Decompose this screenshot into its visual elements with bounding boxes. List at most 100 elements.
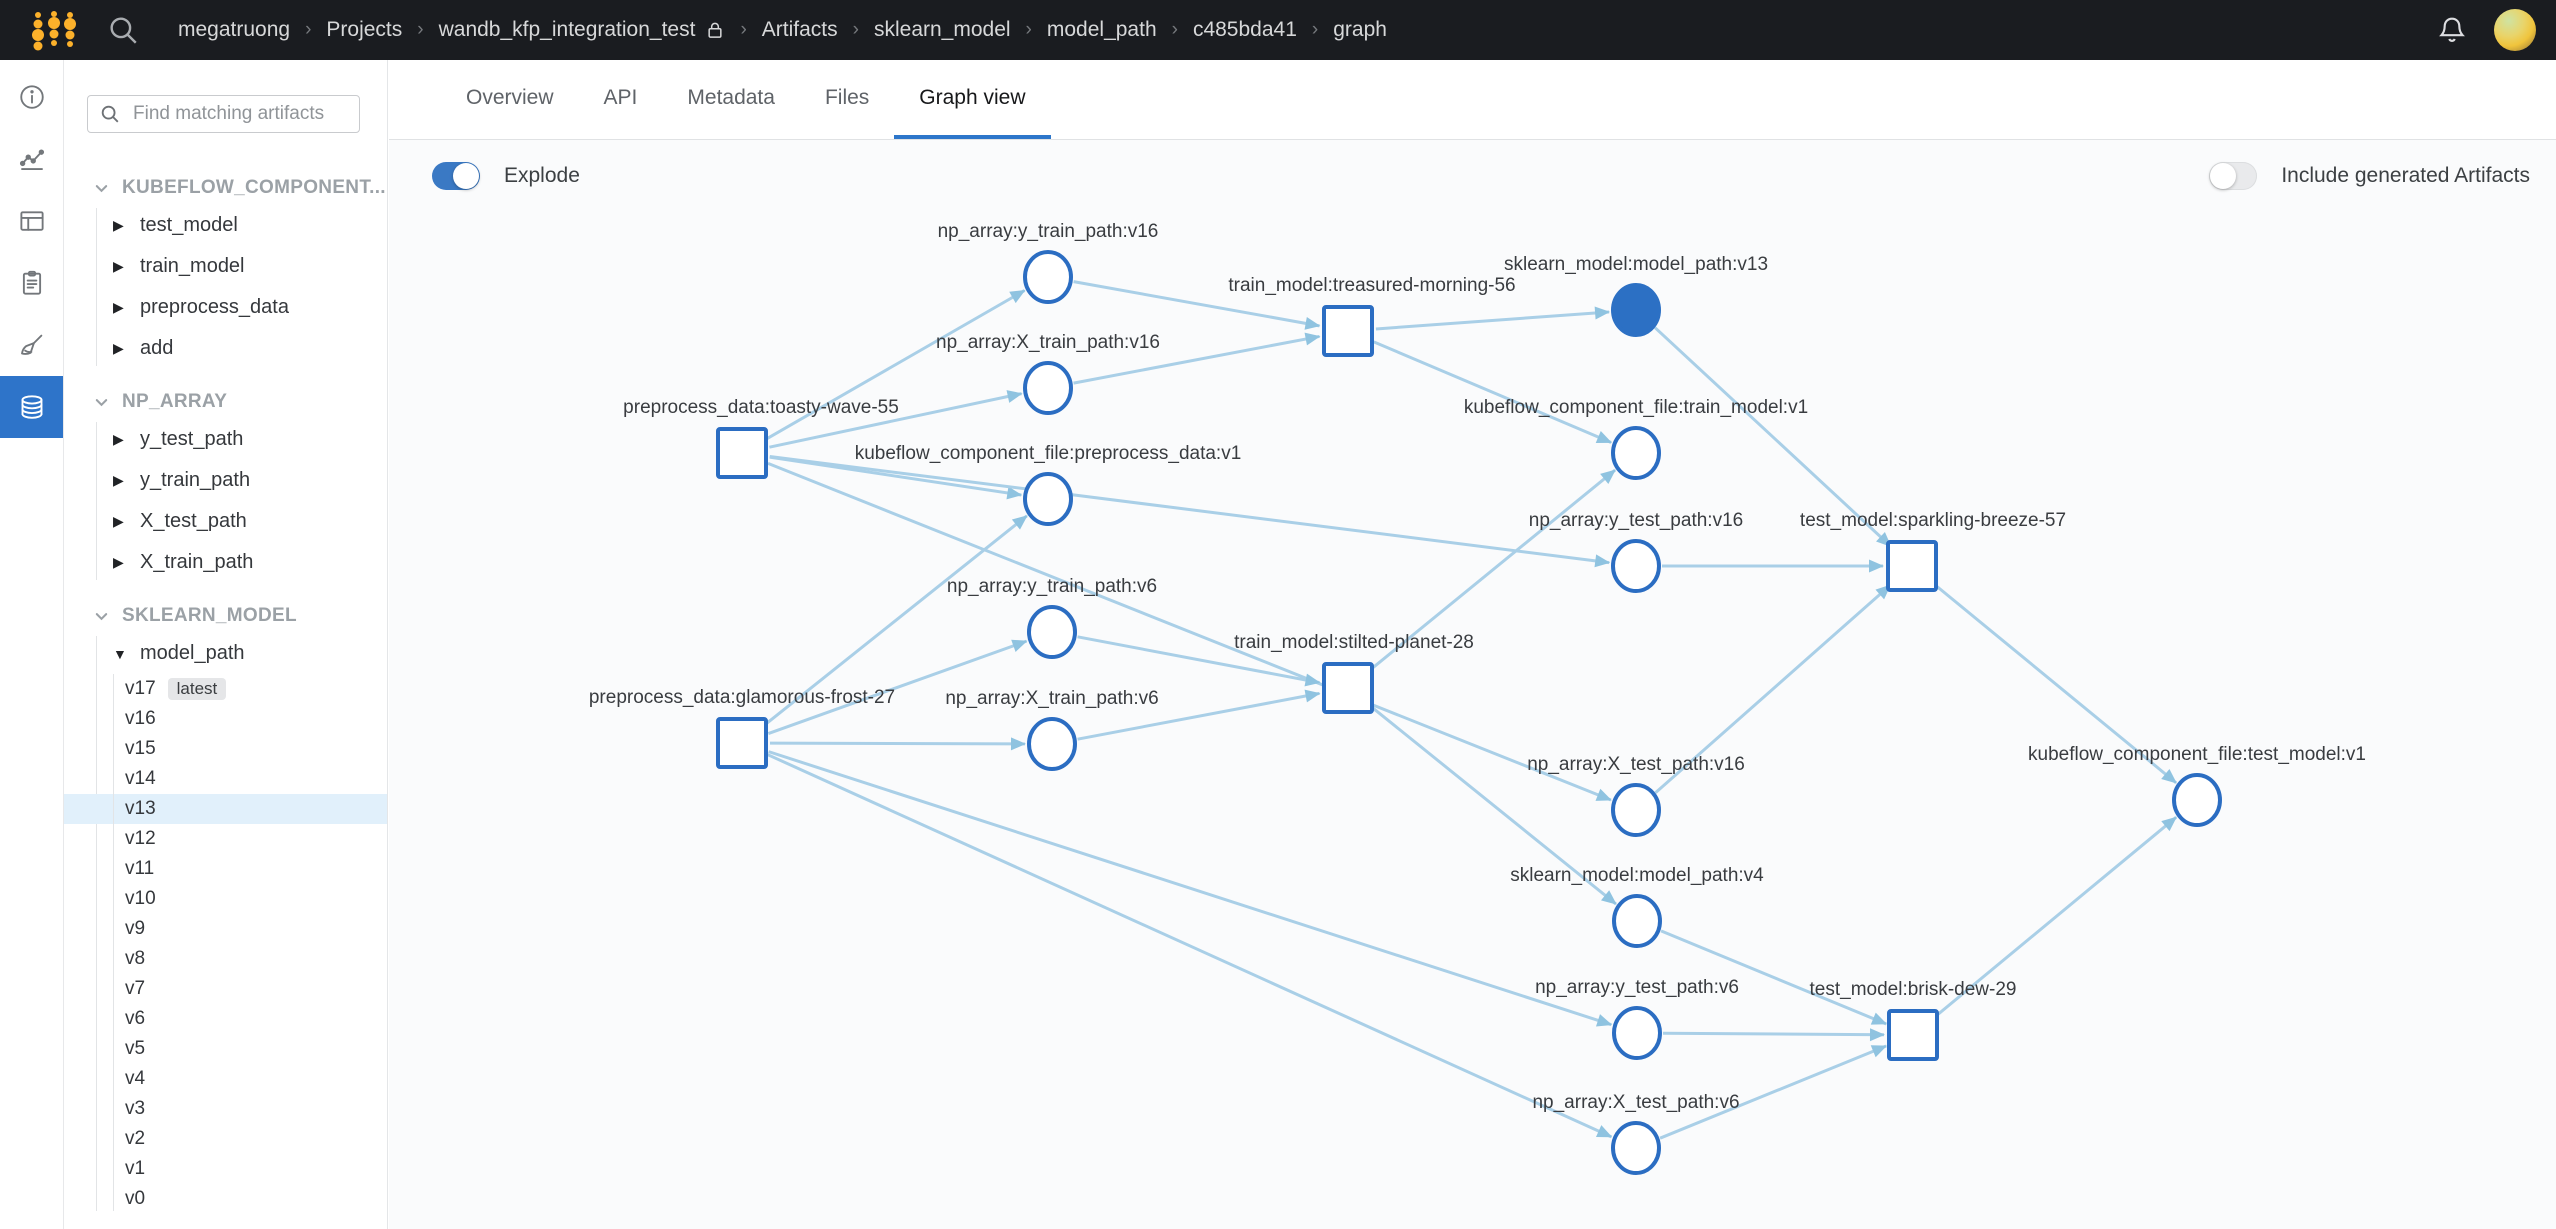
triangle-right-icon: ▶ (113, 513, 124, 529)
breadcrumb-item[interactable]: Projects (326, 18, 403, 41)
version-item-v8[interactable]: v8 (64, 944, 387, 974)
tab-metadata[interactable]: Metadata (687, 85, 775, 109)
graph-node-np_array:X_train_path:v6[interactable] (1027, 717, 1077, 771)
graph-node-np_array:X_train_path:v16[interactable] (1023, 361, 1073, 415)
version-label: v3 (125, 1098, 146, 1119)
breadcrumb-item[interactable]: megatruong (178, 18, 291, 41)
artifact-item-label: test_model (140, 214, 238, 236)
breadcrumb-separator: › (305, 19, 312, 40)
breadcrumb-item[interactable]: Artifacts (761, 18, 838, 41)
lock-icon (705, 19, 725, 41)
breadcrumb-separator: › (1025, 19, 1032, 40)
graph-node-preprocess_data:toasty-wave-55[interactable] (716, 427, 768, 479)
graph-node-train_model:treasured-morning-56[interactable] (1322, 305, 1374, 357)
artifact-item-X_test_path[interactable]: ▶ X_test_path (64, 501, 387, 542)
version-item-v11[interactable]: v11 (64, 854, 387, 884)
graph-node-kubeflow_component_file:test_model:v1[interactable] (2172, 773, 2222, 827)
graph-node-test_model:brisk-dew-29[interactable] (1887, 1009, 1939, 1061)
graph-node-test_model:sparkling-breeze-57[interactable] (1886, 540, 1938, 592)
version-item-v5[interactable]: v5 (64, 1034, 387, 1064)
graph-node-np_array:y_train_path:v6[interactable] (1027, 605, 1077, 659)
left-rail (0, 60, 64, 1229)
version-label: v6 (125, 1008, 146, 1029)
graph-node-np_array:X_test_path:v6[interactable] (1611, 1121, 1661, 1175)
graph-node-preprocess_data:glamorous-frost-27[interactable] (716, 717, 768, 769)
explode-toggle[interactable] (432, 162, 480, 190)
sweeps-icon[interactable] (0, 314, 63, 376)
artifacts-database-icon[interactable] (0, 376, 63, 438)
graph-node-kubeflow_component_file:train_model:v1[interactable] (1611, 426, 1661, 480)
version-item-v16[interactable]: v16 (64, 704, 387, 734)
graph-node-np_array:y_test_path:v6[interactable] (1612, 1006, 1662, 1060)
breadcrumb-item[interactable]: sklearn_model (873, 18, 1011, 41)
graph-node-np_array:y_test_path:v16[interactable] (1611, 539, 1661, 593)
version-label: v5 (125, 1038, 146, 1059)
tab-files[interactable]: Files (824, 85, 870, 109)
version-item-v4[interactable]: v4 (64, 1064, 387, 1094)
breadcrumb-item[interactable]: c485bda41 (1192, 18, 1297, 41)
artifact-item-y_test_path[interactable]: ▶y_test_path (64, 419, 387, 460)
artifact-type-header[interactable]: SKLEARN_MODEL (64, 599, 387, 633)
artifact-item-preprocess_data[interactable]: ▶preprocess_data (64, 287, 387, 328)
search-icon[interactable] (106, 13, 140, 47)
version-item-v7[interactable]: v7 (64, 974, 387, 1004)
graph-node-sklearn_model:model_path:v13[interactable] (1611, 283, 1661, 337)
triangle-right-icon: ▶ (113, 472, 124, 488)
chevron-down-icon (94, 609, 109, 624)
artifact-item-label: X_test_path (140, 510, 247, 532)
graph-node-np_array:X_test_path:v16[interactable] (1611, 783, 1661, 837)
charts-icon[interactable] (0, 128, 63, 190)
artifact-search-box[interactable] (87, 95, 360, 133)
version-item-v2[interactable]: v2 (64, 1124, 387, 1154)
version-item-v13[interactable]: v13 (64, 794, 387, 824)
graph-node-kubeflow_component_file:preprocess_data:v1[interactable] (1023, 472, 1073, 526)
version-label: v11 (125, 858, 155, 879)
table-icon[interactable] (0, 190, 63, 252)
artifact-item-label: add (140, 337, 174, 359)
tab-api[interactable]: API (603, 85, 638, 109)
artifact-item-X_train_path[interactable]: ▶X_train_path (64, 542, 387, 583)
explode-toggle-group: Explode (432, 162, 580, 190)
version-item-v15[interactable]: v15 (64, 734, 387, 764)
artifact-item-train_model[interactable]: ▶train_model (64, 246, 387, 287)
graph-node-train_model:stilted-planet-28[interactable] (1322, 662, 1374, 714)
version-item-v3[interactable]: v3 (64, 1094, 387, 1124)
breadcrumb-item[interactable]: graph (1333, 18, 1387, 41)
version-label: v15 (125, 738, 156, 759)
graph-node-np_array:y_train_path:v16[interactable] (1023, 250, 1073, 304)
tab-graph-view[interactable]: Graph view (894, 60, 1051, 139)
version-item-v6[interactable]: v6 (64, 1004, 387, 1034)
artifact-item-test_model[interactable]: ▶test_model (64, 205, 387, 246)
version-item-v10[interactable]: v10 (64, 884, 387, 914)
breadcrumb-item[interactable]: wandb_kfp_integration_test (438, 18, 696, 41)
version-item-v9[interactable]: v9 (64, 914, 387, 944)
include-generated-artifacts-toggle[interactable] (2209, 162, 2258, 190)
artifact-type-header[interactable]: NP_ARRAY (64, 385, 387, 419)
artifact-item-model_path[interactable]: ▼model_path (64, 633, 387, 674)
tab-overview[interactable]: Overview (466, 85, 554, 109)
reports-icon[interactable] (0, 252, 63, 314)
explode-label: Explode (504, 164, 580, 187)
artifact-item-add[interactable]: ▶add (64, 328, 387, 369)
artifact-search-input[interactable] (131, 102, 348, 126)
artifact-item-label: preprocess_data (140, 296, 289, 318)
version-item-v12[interactable]: v12 (64, 824, 387, 854)
graph-node-sklearn_model:model_path:v4[interactable] (1612, 894, 1662, 948)
version-item-v1[interactable]: v1 (64, 1154, 387, 1184)
version-label: v4 (125, 1068, 146, 1089)
version-item-v14[interactable]: v14 (64, 764, 387, 794)
info-icon[interactable] (0, 66, 63, 128)
breadcrumb-item[interactable]: model_path (1046, 18, 1157, 41)
include-generated-artifacts-label: Include generated Artifacts (2281, 164, 2530, 187)
artifact-item-label: y_test_path (140, 428, 244, 450)
artifact-type-header[interactable]: KUBEFLOW_COMPONENT... (64, 171, 387, 205)
toggle-knob (2210, 163, 2237, 189)
version-item-v0[interactable]: v0 (64, 1184, 387, 1214)
version-label: v8 (125, 948, 146, 969)
user-avatar[interactable] (2494, 9, 2536, 51)
artifact-item-y_train_path[interactable]: ▶y_train_path (64, 460, 387, 501)
notifications-bell-icon[interactable] (2436, 14, 2468, 46)
wandb-logo[interactable] (30, 9, 78, 51)
version-label: v12 (125, 828, 156, 849)
